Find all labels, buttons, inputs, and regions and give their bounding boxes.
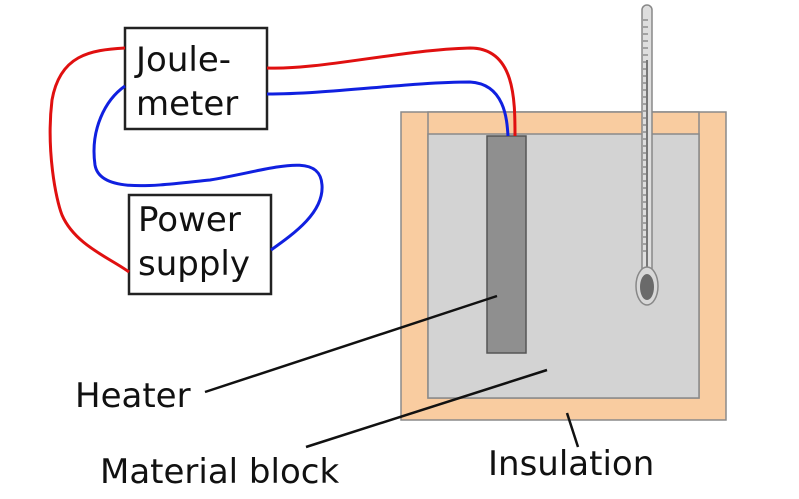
blue-wire-right	[266, 80, 510, 137]
heater-label: Heater	[75, 376, 191, 416]
red-wire-right	[266, 46, 517, 137]
heater	[486, 135, 527, 354]
power-supply-box	[127, 193, 273, 296]
red-wire-left	[48, 46, 130, 274]
insulation-label: Insulation	[488, 444, 655, 484]
power-supply-label-line2: supply	[138, 244, 250, 284]
joulemeter-label-line2: meter	[136, 84, 239, 124]
insulation-pointer-line	[565, 412, 580, 448]
power-supply-label: Power supply	[138, 198, 270, 286]
joulemeter-label-line1: Joule-	[136, 40, 232, 80]
material-block-label: Material block	[100, 452, 340, 492]
heater-pointer-line	[204, 294, 498, 394]
thermometer	[635, 4, 659, 306]
joulemeter-box	[123, 26, 269, 131]
blue-wire-left	[92, 84, 324, 252]
power-supply-label-line1: Power	[138, 200, 241, 240]
material-block	[427, 133, 700, 399]
joulemeter-label: Joule- meter	[136, 38, 266, 126]
material-block-pointer-line	[305, 368, 548, 449]
